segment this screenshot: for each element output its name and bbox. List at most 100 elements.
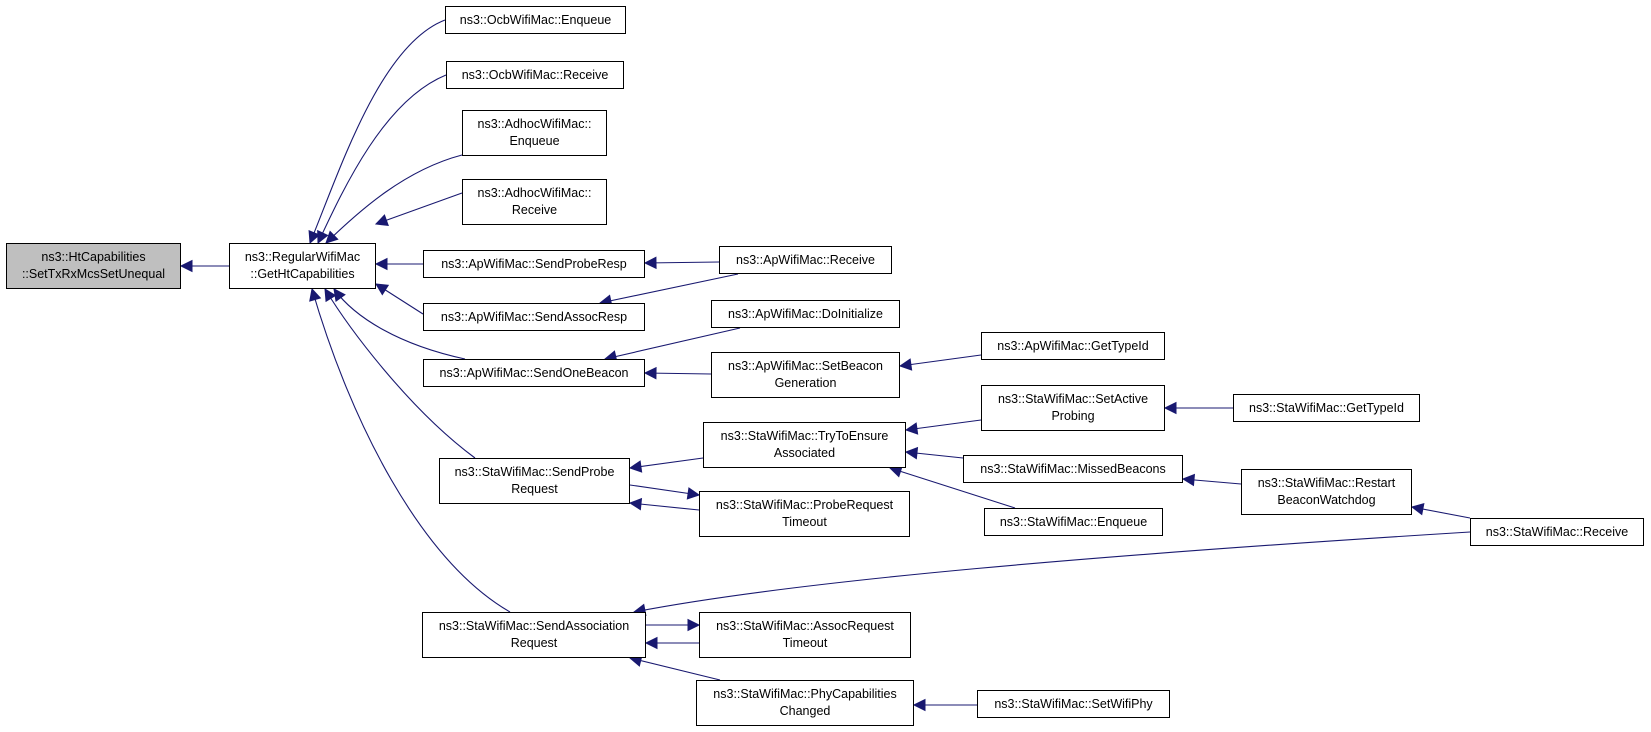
node-label-line: ns3::ApWifiMac::SendAssocResp [440,309,628,324]
node-label-line: ::SetTxRxMcsSetUnequal [21,267,166,281]
edge-ocb_enqueue-to-regular_get_ht [308,19,446,245]
node-regular-get-ht[interactable]: ns3::RegularWifiMac::GetHtCapabilities [229,243,376,289]
node-label-line: ns3::StaWifiMac::SendProbe [454,465,615,479]
node-label-line: BeaconWatchdog [1277,493,1376,507]
node-adhoc-receive[interactable]: ns3::AdhocWifiMac::Receive [462,179,607,225]
node-sta-enqueue[interactable]: ns3::StaWifiMac::Enqueue [984,508,1163,536]
edge-sta_probe_request_timeout-to-sta_send_probe_request [628,497,700,511]
arrowhead [644,636,658,650]
edge-sta_send_probe_request-to-regular_get_ht [324,288,476,459]
edge-sta_receive-to-sta_send_association_request [632,531,1471,617]
node-label-line: Receive [511,203,558,217]
node-label-line: Generation [774,376,837,390]
edge-ap_send_probe_resp-to-regular_get_ht [374,257,423,271]
node-sta-receive[interactable]: ns3::StaWifiMac::Receive [1470,518,1644,546]
edge-adhoc_enqueue-to-regular_get_ht [325,154,463,244]
node-label-line: ns3::StaWifiMac::Receive [1485,524,1629,539]
node-sta-get-type-id[interactable]: ns3::StaWifiMac::GetTypeId [1233,394,1420,422]
node-ap-receive[interactable]: ns3::ApWifiMac::Receive [719,246,892,274]
node-sta-set-wifi-phy[interactable]: ns3::StaWifiMac::SetWifiPhy [977,690,1170,718]
node-label-line: ns3::StaWifiMac::SetWifiPhy [994,696,1153,711]
node-label-line: Request [511,482,558,496]
edge-sta_get_type_id-to-sta_set_active_probing [1163,401,1233,415]
edge-regular_get_ht-to-root [179,259,229,273]
node-label-line: ns3::StaWifiMac::Restart [1257,476,1396,490]
node-ap-send-one-beacon[interactable]: ns3::ApWifiMac::SendOneBeacon [423,359,645,387]
node-label-line: ns3::ApWifiMac::DoInitialize [728,306,883,321]
arrowhead [904,446,919,460]
arrowhead [375,283,390,296]
node-label-line: Timeout [782,636,828,650]
arrowhead [325,230,339,244]
arrowhead [1181,473,1195,487]
edge-sta_missed_beacons-to-sta_try_to_ensure [904,446,964,460]
node-label-line: ns3::StaWifiMac::MissedBeacons [980,461,1166,476]
node-label-line: ns3::ApWifiMac::SetBeacon [728,359,883,373]
node-label-line: Enqueue [509,134,560,148]
edge-ap_set_beacon_generation-to-ap_send_one_beacon [643,366,712,380]
node-label-line: Probing [1051,409,1095,423]
node-label-line: ns3::AdhocWifiMac:: [477,117,592,131]
edge-sta_send_association_request-to-sta_assoc_request_timeout [646,618,701,632]
arrowhead [904,422,919,435]
edge-adhoc_receive-to-regular_get_ht [374,192,463,227]
edge-ap_send_assoc_resp-to-regular_get_ht [375,283,424,315]
arrowhead [628,497,643,511]
edge-ocb_receive-to-regular_get_ht [317,74,447,245]
arrowhead [686,487,701,500]
node-label-line: ns3::AdhocWifiMac:: [477,186,592,200]
edge-sta_assoc_request_timeout-to-sta_send_association_request [644,636,699,650]
edge-sta_receive-to-sta_restart_beacon_watchdog [1410,502,1471,519]
node-label-line: ::GetHtCapabilities [250,267,355,281]
node-sta-missed-beacons[interactable]: ns3::StaWifiMac::MissedBeacons [963,455,1183,483]
node-label-line: ns3::ApWifiMac::Receive [736,252,875,267]
node-label-line: ns3::StaWifiMac::TryToEnsure [720,429,889,443]
node-label-line: ns3::StaWifiMac::SetActive [997,392,1149,406]
arrowhead [374,214,389,227]
node-ocb-enqueue[interactable]: ns3::OcbWifiMac::Enqueue [445,6,626,34]
arrowhead [324,288,337,303]
node-root[interactable]: ns3::HtCapabilities::SetTxRxMcsSetUnequa… [6,243,181,289]
node-label-line: ns3::RegularWifiMac [244,250,361,264]
node-ap-do-initialize[interactable]: ns3::ApWifiMac::DoInitialize [711,300,900,328]
node-label-line: ns3::OcbWifiMac::Enqueue [459,12,612,27]
node-label-line: ns3::StaWifiMac::PhyCapabilities [713,687,897,701]
node-label-line: ns3::StaWifiMac::ProbeRequest [715,498,894,512]
arrowhead [643,256,657,270]
arrowhead [309,287,322,302]
arrowhead [628,460,643,473]
node-label-line: Request [510,636,558,650]
node-adhoc-enqueue[interactable]: ns3::AdhocWifiMac::Enqueue [462,110,607,156]
arrowhead [912,698,926,712]
node-ap-send-probe-resp[interactable]: ns3::ApWifiMac::SendProbeResp [423,250,645,278]
node-label-line: ns3::ApWifiMac::GetTypeId [997,338,1149,353]
edge-ap_get_type_id-to-ap_set_beacon_generation [898,354,982,371]
arrowhead [687,618,701,632]
node-label-line: ns3::StaWifiMac::Enqueue [999,514,1148,529]
edge-ap_receive-to-ap_send_probe_resp [643,256,720,270]
node-ap-get-type-id[interactable]: ns3::ApWifiMac::GetTypeId [981,332,1165,360]
arrowhead [308,229,321,245]
node-label-line: Changed [779,704,831,718]
edge-sta_send_probe_request-to-sta_probe_request_timeout [629,484,701,500]
node-ap-send-assoc-resp[interactable]: ns3::ApWifiMac::SendAssocResp [423,303,645,331]
arrowhead [179,259,193,273]
node-label-line: Associated [773,446,836,460]
edge-sta_phy_capabilities_changed-to-sta_send_association_request [628,654,721,681]
node-label-line: Timeout [782,515,827,529]
node-label-line: ns3::StaWifiMac::AssocRequest [716,619,894,633]
node-label-line: ns3::StaWifiMac::GetTypeId [1249,400,1404,415]
node-label-line: ns3::ApWifiMac::SendProbeResp [441,256,627,271]
edge-sta_set_active_probing-to-sta_try_to_ensure [904,419,982,435]
node-ocb-receive[interactable]: ns3::OcbWifiMac::Receive [446,61,624,89]
